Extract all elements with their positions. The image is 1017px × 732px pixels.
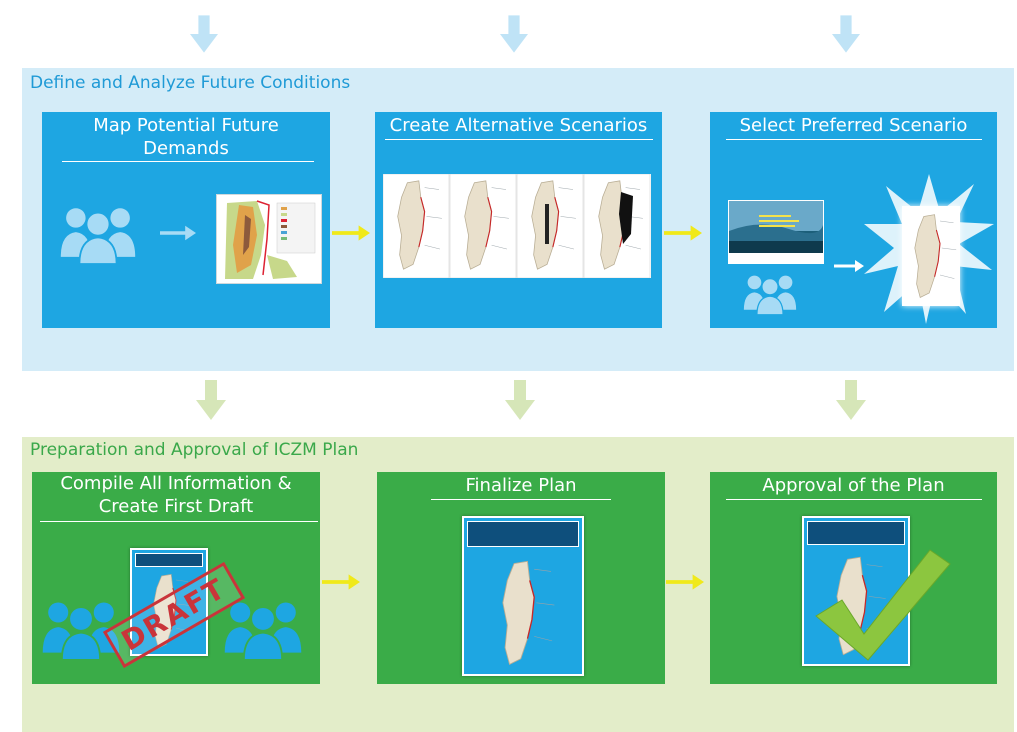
arrow-down-icon	[196, 380, 226, 420]
arrow-down-icon	[505, 380, 535, 420]
scenario-map-2	[449, 174, 517, 278]
arrow-down-icon	[836, 380, 866, 420]
card-title-line1: Compile All Information &	[60, 473, 292, 494]
title-rule	[40, 521, 318, 522]
card-title-line1: Map Potential Future	[93, 115, 279, 136]
card-title: Create Alternative Scenarios	[389, 115, 648, 136]
map-thumbnail	[216, 194, 322, 284]
arrow-down-icon	[190, 15, 218, 53]
arrow-right-icon	[834, 260, 864, 272]
scenario-map-3	[516, 174, 584, 278]
section-title-preparation-approval: Preparation and Approval of ICZM Plan	[30, 440, 359, 460]
people-icon	[223, 601, 303, 660]
arrow-right-icon	[666, 574, 704, 590]
invest-thumbnail	[728, 200, 824, 264]
checkmark-icon	[815, 549, 951, 661]
card-approval-of-plan: Approval of the Plan	[710, 472, 997, 684]
title-rule	[726, 499, 982, 500]
card-title: Finalize Plan	[465, 475, 577, 496]
card-title: Compile All Information & Create First D…	[32, 472, 320, 518]
arrow-right-icon	[322, 574, 360, 590]
card-title: Approval of the Plan	[762, 475, 945, 496]
scenario-map-1	[383, 174, 450, 278]
final-plan-document	[462, 516, 584, 676]
arrow-right-icon	[160, 225, 196, 241]
scenario-map-4	[583, 174, 651, 278]
arrow-down-icon	[832, 15, 860, 53]
card-finalize-plan: Finalize Plan	[377, 472, 665, 684]
arrow-down-icon	[500, 15, 528, 53]
card-title: Select Preferred Scenario	[739, 115, 968, 136]
card-title-line2: Create First Draft	[98, 496, 254, 517]
card-compile-first-draft: Compile All Information & Create First D…	[32, 472, 320, 684]
people-icon	[743, 274, 797, 316]
arrow-right-icon	[332, 225, 370, 241]
card-map-future-demands: Map Potential Future Demands	[42, 112, 330, 328]
approved-plan-document	[802, 516, 910, 666]
title-rule	[62, 161, 314, 162]
section-title-define-analyze: Define and Analyze Future Conditions	[30, 73, 351, 93]
card-title-line2: Demands	[143, 138, 229, 159]
people-icon	[59, 207, 137, 264]
card-select-preferred-scenario: Select Preferred Scenario	[710, 112, 997, 328]
card-create-alternative-scenarios: Create Alternative Scenarios	[375, 112, 662, 328]
draft-plan-document	[130, 548, 208, 656]
title-rule	[385, 139, 653, 140]
arrow-right-icon	[664, 225, 702, 241]
card-title: Map Potential Future Demands	[42, 114, 330, 160]
title-rule	[726, 139, 982, 140]
title-rule	[431, 499, 611, 500]
scenario-maps	[383, 174, 651, 278]
preferred-scenario-map	[902, 206, 960, 306]
